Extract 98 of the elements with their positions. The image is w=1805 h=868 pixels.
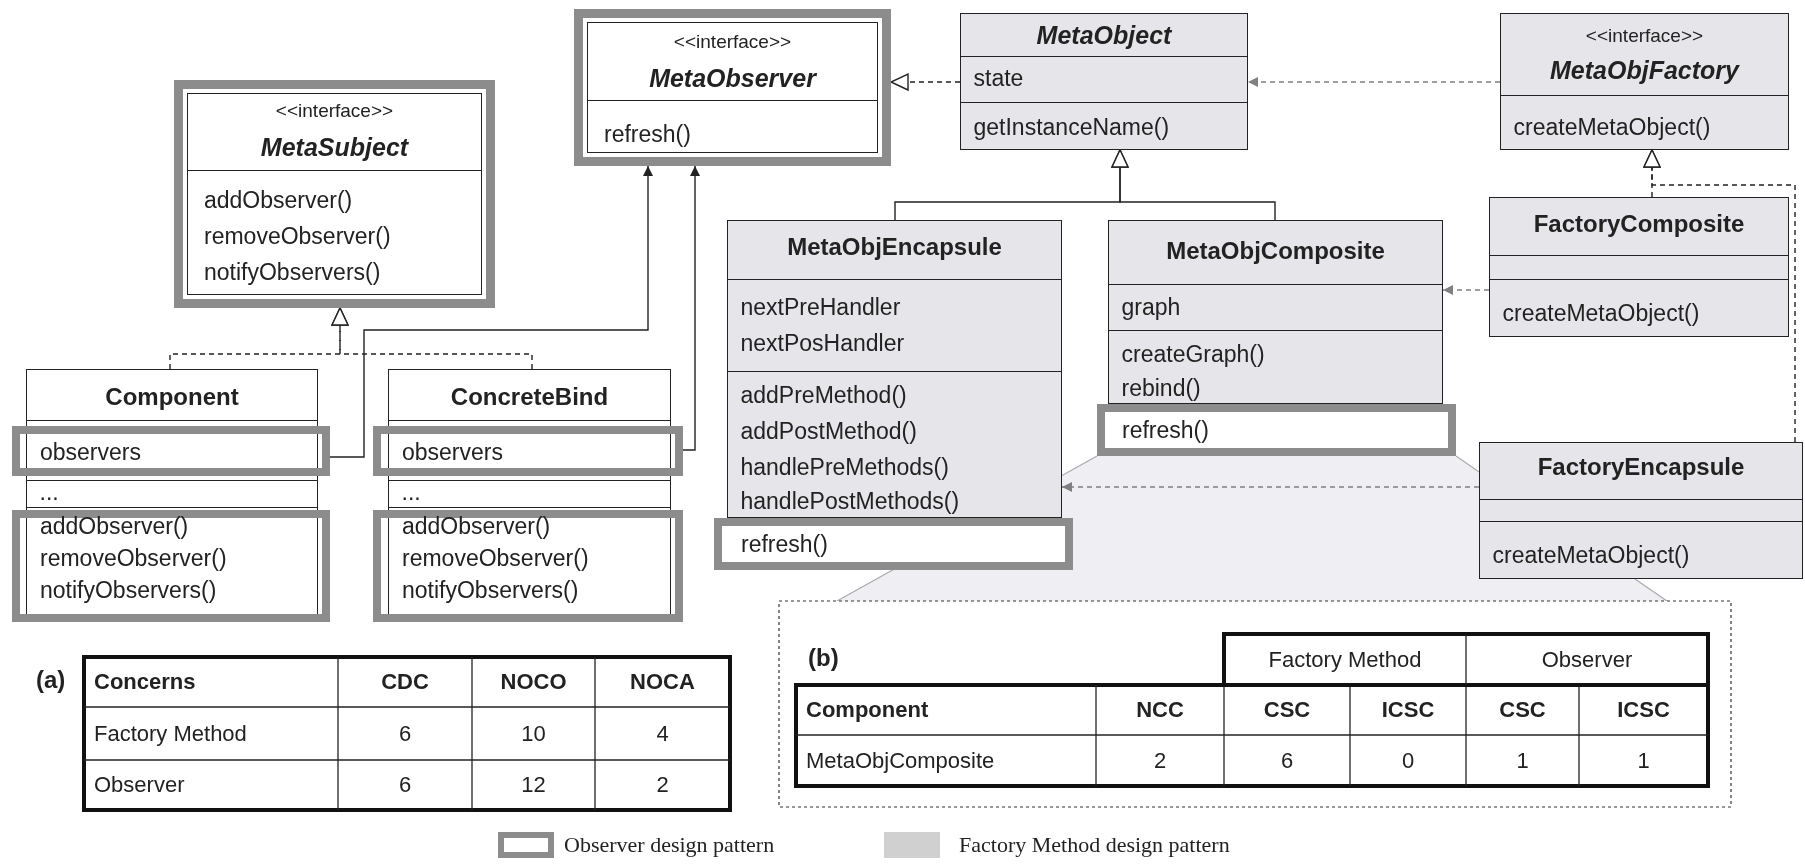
highlight-frame <box>373 426 683 476</box>
column-header: ICSC <box>1381 696 1435 724</box>
column-header: NCC <box>1136 696 1184 724</box>
member-label: createMetaObject() <box>1492 540 1690 570</box>
cell-value: 2 <box>1153 746 1167 775</box>
row-label: Factory Method <box>94 719 247 748</box>
class-name: FactoryEncapsule <box>1537 451 1745 482</box>
member-label: addPreMethod() <box>740 380 907 410</box>
cell-value: 6 <box>398 719 412 748</box>
member-label: addObserver() <box>40 512 189 541</box>
cell-value: 6 <box>1280 746 1294 775</box>
member-label: removeObserver() <box>204 222 391 251</box>
class-name: MetaObjComposite <box>1166 235 1385 266</box>
member-label: notifyObservers() <box>204 258 381 287</box>
class-box <box>1479 442 1803 579</box>
association-arrow <box>682 165 700 451</box>
stereotype-label: <<interface>> <box>673 30 792 54</box>
cell-value: 2 <box>656 771 669 799</box>
class-name: Component <box>105 381 239 412</box>
association-arrow <box>329 165 653 458</box>
member-label: handlePostMethods() <box>740 486 960 516</box>
highlight-frame <box>373 510 683 622</box>
member-label: observers <box>402 438 503 467</box>
member-label: removeObserver() <box>402 544 589 573</box>
cell-value: 4 <box>656 719 669 748</box>
member-label: ... <box>39 477 59 507</box>
class-name: MetaObserver <box>649 63 816 93</box>
class-box <box>1489 197 1789 337</box>
cell-value: 12 <box>521 771 546 799</box>
class-box <box>960 13 1248 150</box>
member-label: rebind() <box>1121 373 1201 403</box>
row-label: MetaObjComposite <box>806 746 995 775</box>
column-header: Component <box>806 696 929 724</box>
member-label: addObserver() <box>402 512 551 541</box>
member-label: refresh() <box>604 120 691 149</box>
cell-value: 10 <box>521 719 546 748</box>
member-label: addObserver() <box>204 186 353 215</box>
member-label: notifyObservers() <box>40 576 217 605</box>
legend-label: Factory Method design pattern <box>959 831 1230 859</box>
column-header: NOCO <box>500 668 567 696</box>
member-label: ... <box>401 477 421 507</box>
member-label: createMetaObject() <box>1502 298 1700 328</box>
member-label: removeObserver() <box>40 544 227 573</box>
group-header: Observer <box>1541 645 1633 674</box>
member-label: state <box>973 63 1024 93</box>
class-name: MetaObjEncapsule <box>787 231 1002 262</box>
member-label: getInstanceName() <box>973 112 1170 142</box>
cell-value: 1 <box>1516 746 1529 775</box>
class-name: ConcreteBind <box>450 381 609 412</box>
row-label: Observer <box>94 771 185 799</box>
member-label: graph <box>1121 292 1181 322</box>
cell-value: 0 <box>1401 746 1415 775</box>
interface-box <box>174 80 495 308</box>
highlight-frame <box>714 518 1073 570</box>
member-label: createGraph() <box>1121 339 1265 369</box>
class-name: MetaSubject <box>260 132 409 162</box>
cell-value: 1 <box>1637 746 1650 775</box>
association-arrow <box>1061 482 1480 492</box>
realization-arrow <box>1643 149 1796 443</box>
realization-arrow <box>331 307 533 370</box>
member-label: createMetaObject() <box>1513 112 1711 142</box>
column-header: NOCA <box>630 668 695 696</box>
group-header: Factory Method <box>1268 645 1422 674</box>
member-label: nextPosHandler <box>740 328 905 358</box>
member-label: refresh() <box>741 530 828 559</box>
panel-label: (b) <box>808 644 839 672</box>
class-box <box>26 369 318 617</box>
class-box <box>1108 220 1443 404</box>
realization-arrow <box>1111 149 1276 221</box>
column-header: Concerns <box>94 668 196 696</box>
column-header: ICSC <box>1617 696 1670 724</box>
class-name: MetaObject <box>1036 19 1172 50</box>
column-header: CSC <box>1499 696 1546 724</box>
stereotype-label: <<interface>> <box>1585 23 1704 48</box>
panel-label: (a) <box>36 666 66 694</box>
realization-arrow <box>890 73 961 91</box>
member-label: handlePreMethods() <box>740 452 949 482</box>
class-box <box>388 369 671 617</box>
legend-label: Observer design pattern <box>564 831 775 859</box>
member-label: addPostMethod() <box>740 416 917 446</box>
highlight-frame <box>12 426 330 476</box>
member-label: nextPreHandler <box>740 292 901 322</box>
association-arrow <box>1247 77 1501 87</box>
highlight-frame <box>1097 404 1456 456</box>
class-box <box>727 220 1062 518</box>
member-label: refresh() <box>1122 416 1209 445</box>
class-name: FactoryComposite <box>1533 208 1745 239</box>
cell-value: 6 <box>398 771 412 799</box>
column-header: CDC <box>381 668 429 696</box>
member-label: notifyObservers() <box>402 576 579 605</box>
class-name: MetaObjFactory <box>1550 54 1739 85</box>
highlight-frame <box>12 510 330 622</box>
interface-box <box>574 9 891 166</box>
class-box <box>1500 13 1789 150</box>
stereotype-label: <<interface>> <box>275 99 394 123</box>
column-header: CSC <box>1263 696 1311 724</box>
member-label: observers <box>40 438 141 467</box>
association-arrow <box>1442 285 1490 295</box>
